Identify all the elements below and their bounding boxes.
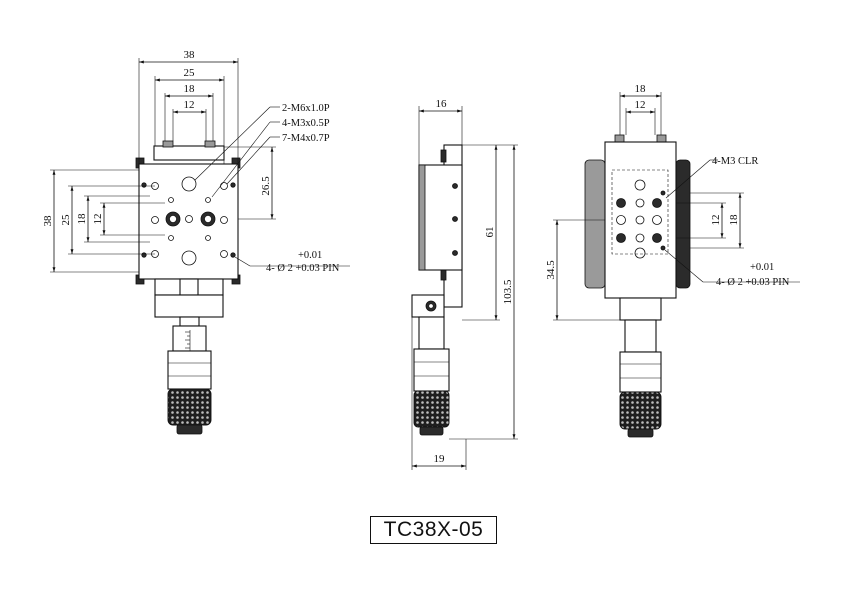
m4-hole [185,215,193,223]
m3-hole [168,197,174,203]
front-knurled-knob [167,388,212,426]
pin [141,182,147,188]
rear-micrometer-sleeve [624,319,657,353]
dim-103-5: 103.5 [502,279,514,304]
m4-hole [220,250,228,258]
side-knurled-knob [413,390,450,428]
side-micrometer-sleeve [418,316,445,350]
dim-34-5: 34.5 [545,260,557,280]
dim-12: 12 [710,215,722,226]
front-right-dimension: 26.5 [224,146,276,220]
dim-61: 61 [484,227,496,238]
pin [230,182,236,188]
m6-hole [181,250,197,266]
pin [230,252,236,258]
dim-12: 12 [184,99,195,111]
pin-tolerance: +0.01 [750,262,774,273]
dim-18: 18 [184,83,196,95]
side-dimensions: 16 61 103.5 19 [411,98,518,470]
m4-hole [220,216,228,224]
dim-16: 16 [436,98,448,110]
m6-hole [181,176,197,192]
dim-19: 19 [434,453,446,465]
dim-18: 18 [728,214,740,226]
dim-25: 25 [184,67,196,79]
front-micrometer-mount [154,294,224,318]
front-callouts: 2-M6x1.0P 4-M3x0.5P 7-M4x0.7P +0.01 4- Ø… [194,103,350,274]
dim-12: 12 [635,99,646,111]
clr-callout: 4-M3 CLR [712,156,758,167]
rear-stage-plate [604,141,677,299]
rear-callouts: 4-M3 CLR +0.01 4- Ø 2 +0.03 PIN [664,156,800,288]
pin-callout: 4- Ø 2 +0.03 PIN [266,263,340,274]
front-micrometer-thimble [167,350,212,390]
callout-m4: 7-M4x0.7P [282,133,330,144]
side-view: 16 61 103.5 19 [411,98,518,470]
m3-hole [205,197,211,203]
dim-38: 38 [42,215,54,227]
dim-38: 38 [184,49,196,61]
dim-25: 25 [60,214,72,226]
front-micrometer-sleeve [172,325,207,352]
rear-knurled-knob [619,391,662,430]
front-view: 38 25 18 12 38 25 18 [42,49,350,435]
rear-side-bracket [584,159,606,289]
pin-tolerance: +0.01 [298,250,322,261]
rear-dimensions: 18 12 12 18 34.5 [545,83,744,321]
m3-hole [168,235,174,241]
side-micrometer-thimble [413,348,450,392]
front-top-screw-left [162,140,174,148]
dim-12: 12 [92,214,104,225]
callout-m3: 4-M3x0.5P [282,118,330,129]
m4-hole [151,216,159,224]
rear-micrometer-thimble [619,351,662,393]
front-top-screw-right [204,140,216,148]
dim-26-5: 26.5 [260,176,272,196]
rear-lower-block [619,297,662,321]
model-title: TC38X-05 [370,516,497,544]
rear-view: 18 12 12 18 34.5 4-M3 CLR +0.01 4- [545,83,800,438]
pin-callout: 4- Ø 2 +0.03 PIN [716,277,790,288]
callout-m6: 2-M6x1.0P [282,103,330,114]
pin [141,252,147,258]
front-stage-plate [138,163,239,280]
m3-hole [205,235,211,241]
front-top-dimensions: 38 25 18 12 [138,49,239,164]
front-top-rail [153,145,225,161]
front-left-dimensions: 38 25 18 12 [42,169,165,273]
dim-18: 18 [76,213,88,225]
dim-18: 18 [635,83,647,95]
